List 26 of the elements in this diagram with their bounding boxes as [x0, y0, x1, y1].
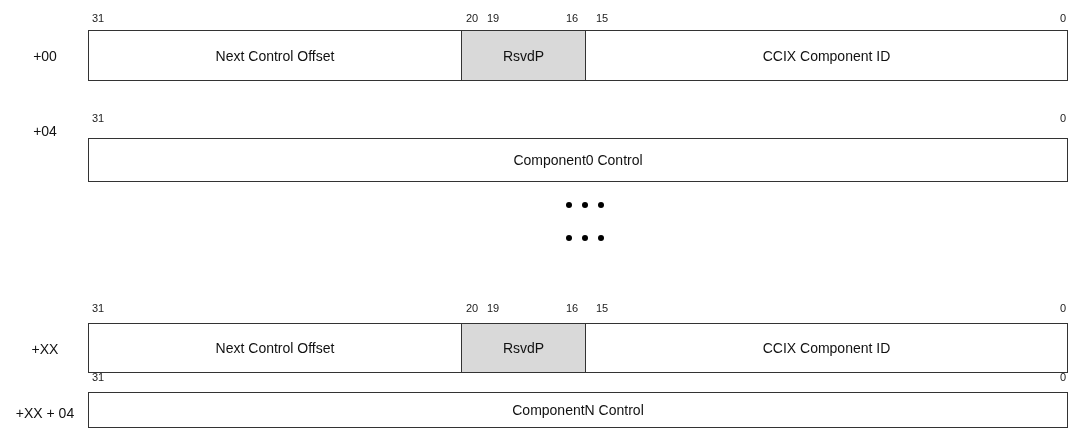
register-field: CCIX Component ID	[585, 30, 1068, 81]
bit-number: 0	[1060, 371, 1067, 383]
bit-number: 20	[466, 302, 479, 314]
bit-number: 19	[487, 12, 500, 24]
bit-number: 31	[92, 371, 105, 383]
offset-label: +XX + 04	[15, 405, 75, 421]
register-field: CCIX Component ID	[585, 323, 1068, 373]
bit-number: 16	[566, 12, 579, 24]
offset-label: +00	[33, 48, 57, 64]
reserved-field: RsvdP	[461, 323, 586, 373]
bit-number: 31	[92, 112, 105, 124]
bit-number: 19	[487, 302, 500, 314]
bit-number: 20	[466, 12, 479, 24]
offset-label: +04	[33, 123, 57, 139]
bit-number: 0	[1060, 112, 1067, 124]
offset-label: +XX	[31, 341, 59, 357]
bit-number: 31	[92, 302, 105, 314]
bit-number: 15	[596, 302, 609, 314]
reserved-field: RsvdP	[461, 30, 586, 81]
bit-number: 15	[596, 12, 609, 24]
register-field: Next Control Offset	[88, 323, 462, 373]
register-field: Component0 Control	[88, 138, 1068, 182]
register-field: Next Control Offset	[88, 30, 462, 81]
register-field: ComponentN Control	[88, 392, 1068, 428]
bit-number: 0	[1060, 302, 1067, 314]
bit-number: 16	[566, 302, 579, 314]
